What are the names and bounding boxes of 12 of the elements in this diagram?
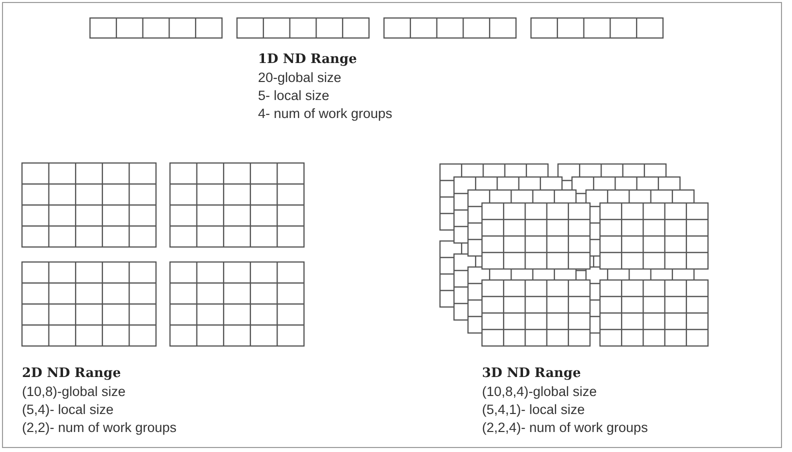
label: (5,4)- local size	[22, 402, 114, 418]
heading: 2D ND Range	[22, 366, 121, 382]
label: 20-global size	[258, 70, 342, 86]
heading: 3D ND Range	[482, 366, 581, 382]
label: (10,8,4)-global size	[482, 384, 597, 400]
label: (5,4,1)- local size	[482, 402, 585, 418]
label: 5- local size	[258, 88, 330, 104]
label: 4- num of work groups	[258, 106, 392, 122]
label: (10,8)-global size	[22, 384, 126, 400]
label: (2,2,4)- num of work groups	[482, 420, 648, 436]
heading: 1D ND Range	[258, 52, 357, 68]
label: (2,2)- num of work groups	[22, 420, 177, 436]
